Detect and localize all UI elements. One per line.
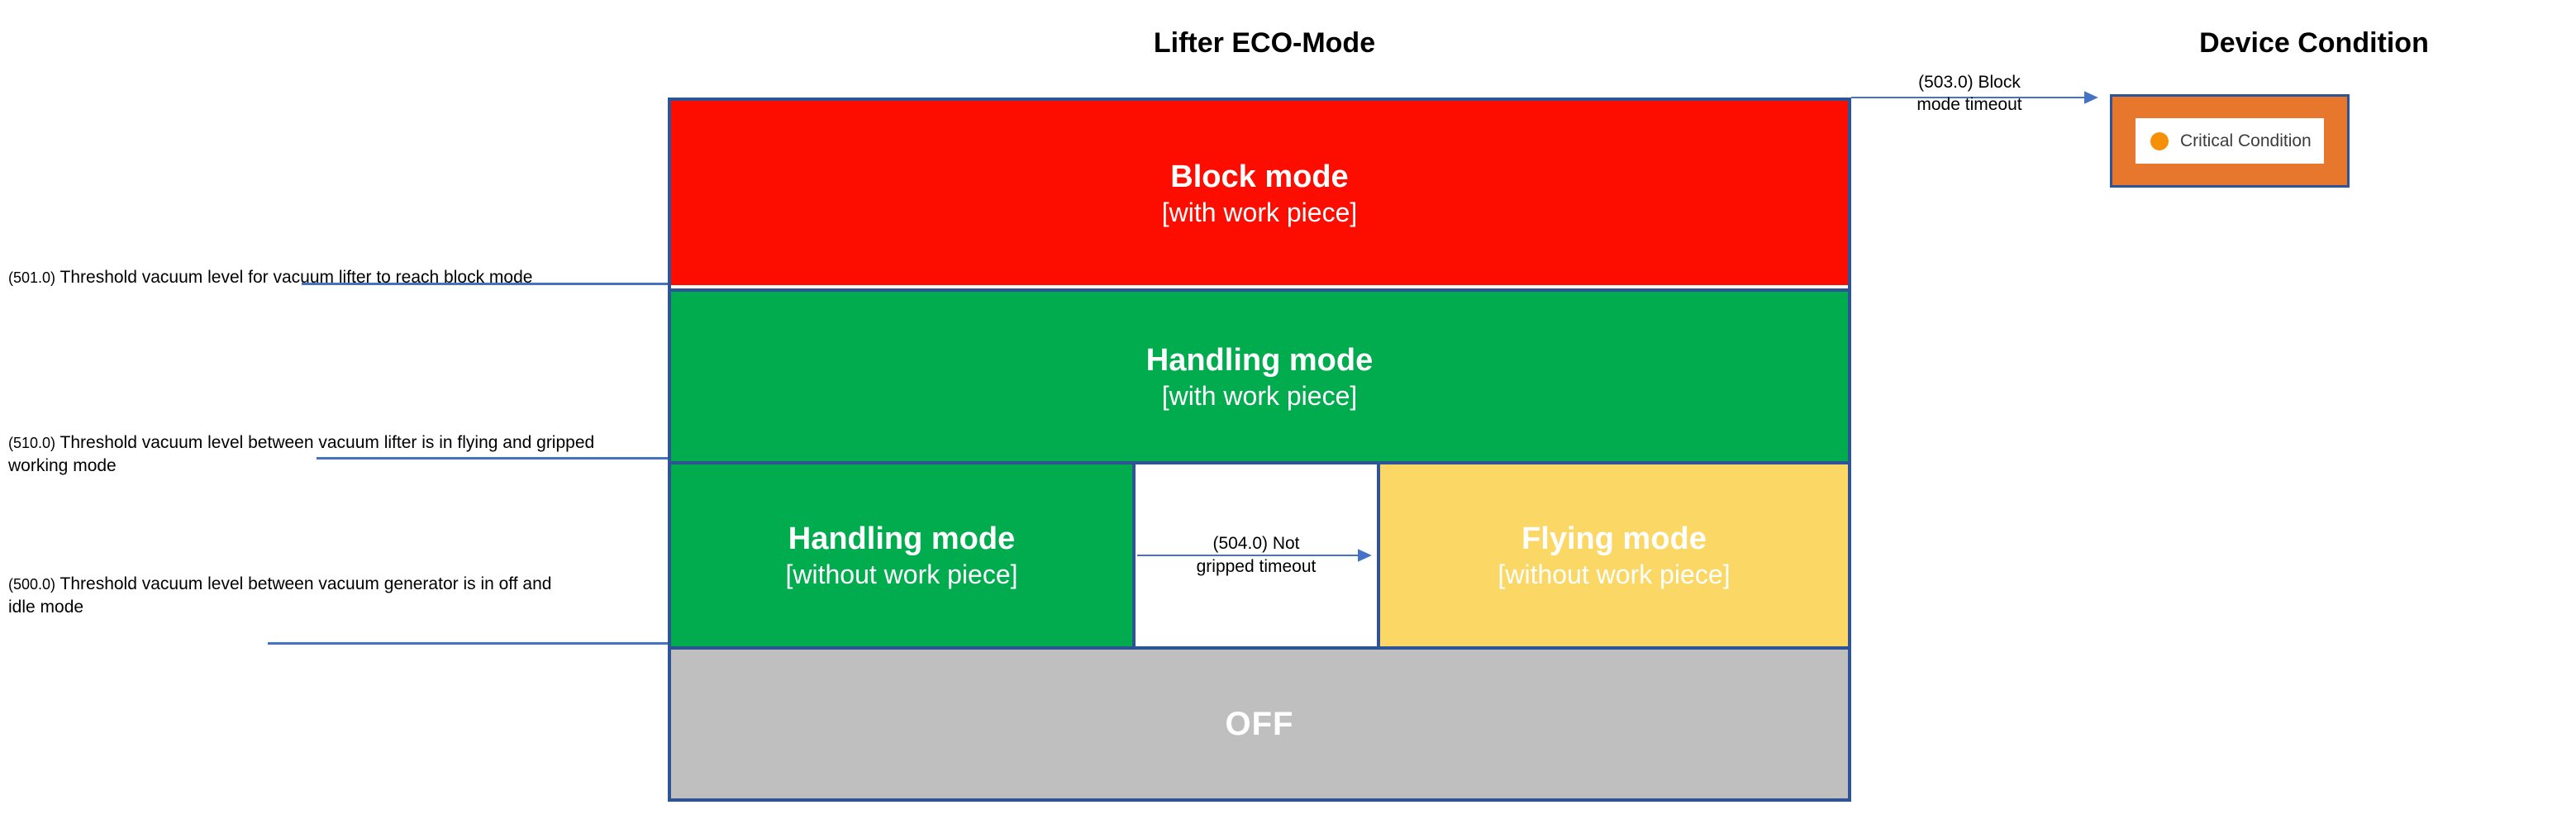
threshold-leader-line-500 [268,642,674,645]
threshold-code-510: (510.0) [8,435,56,451]
mode-handling-without-qualifier: [without work piece] [785,560,1018,589]
device-condition-status-chip: Critical Condition [2136,118,2324,164]
mode-handling-with-row: Handling mode [with work piece] [671,288,1848,464]
mode-off-title: OFF [1225,706,1294,742]
mode-flying-cell: Flying mode [without work piece] [1380,464,1848,646]
mode-handling-with-title: Handling mode [1145,342,1374,378]
block-mode-timeout-label: (503.0) Block mode timeout [1874,71,2064,116]
mode-off-row: OFF [671,650,1848,798]
mode-handling-without-cell: Handling mode [without work piece] [671,464,1136,646]
eco-mode-stack: Block mode [with work piece] Handling mo… [668,98,1851,802]
threshold-code-500: (500.0) [8,576,56,593]
threshold-code-501: (501.0) [8,269,56,286]
threshold-label-510: (510.0) Threshold vacuum level between v… [8,431,636,477]
mode-split-row: Handling mode [without work piece] (504.… [671,464,1848,650]
mode-block-qualifier: [with work piece] [1161,197,1358,227]
device-condition-status-label: Critical Condition [2180,131,2312,150]
threshold-text-500: Threshold vacuum level between vacuum ge… [8,574,552,617]
status-dot-icon [2150,131,2169,150]
block-mode-timeout-line1: (503.0) Block [1918,73,2021,92]
mode-block-row: Block mode [with work piece] [671,101,1848,285]
mode-block-title: Block mode [1170,159,1349,194]
device-condition-title: Device Condition [2199,27,2429,59]
threshold-label-501: (501.0) Threshold vacuum level for vacuu… [8,266,620,289]
block-mode-timeout-line2: mode timeout [1917,95,2022,114]
mode-flying-title: Flying mode [1521,522,1707,556]
block-mode-timeout-arrow-icon [1851,91,2098,104]
threshold-leader-line-501 [302,283,675,285]
mode-handling-without-title: Handling mode [788,522,1016,556]
lifter-eco-mode-title: Lifter ECO-Mode [1153,27,1376,59]
threshold-label-500: (500.0) Threshold vacuum level between v… [8,573,554,618]
not-gripped-timeout-cell: (504.0) Not gripped timeout [1136,464,1380,646]
threshold-text-510: Threshold vacuum level between vacuum li… [8,433,595,475]
mode-handling-with-qualifier: [with work piece] [1161,380,1358,411]
not-gripped-arrow-icon [1137,549,1372,562]
threshold-leader-line-510 [317,457,675,460]
device-condition-panel: Critical Condition [2110,94,2350,188]
mode-flying-qualifier: [without work piece] [1498,560,1731,589]
threshold-text-501: Threshold vacuum level for vacuum lifter… [60,268,533,287]
